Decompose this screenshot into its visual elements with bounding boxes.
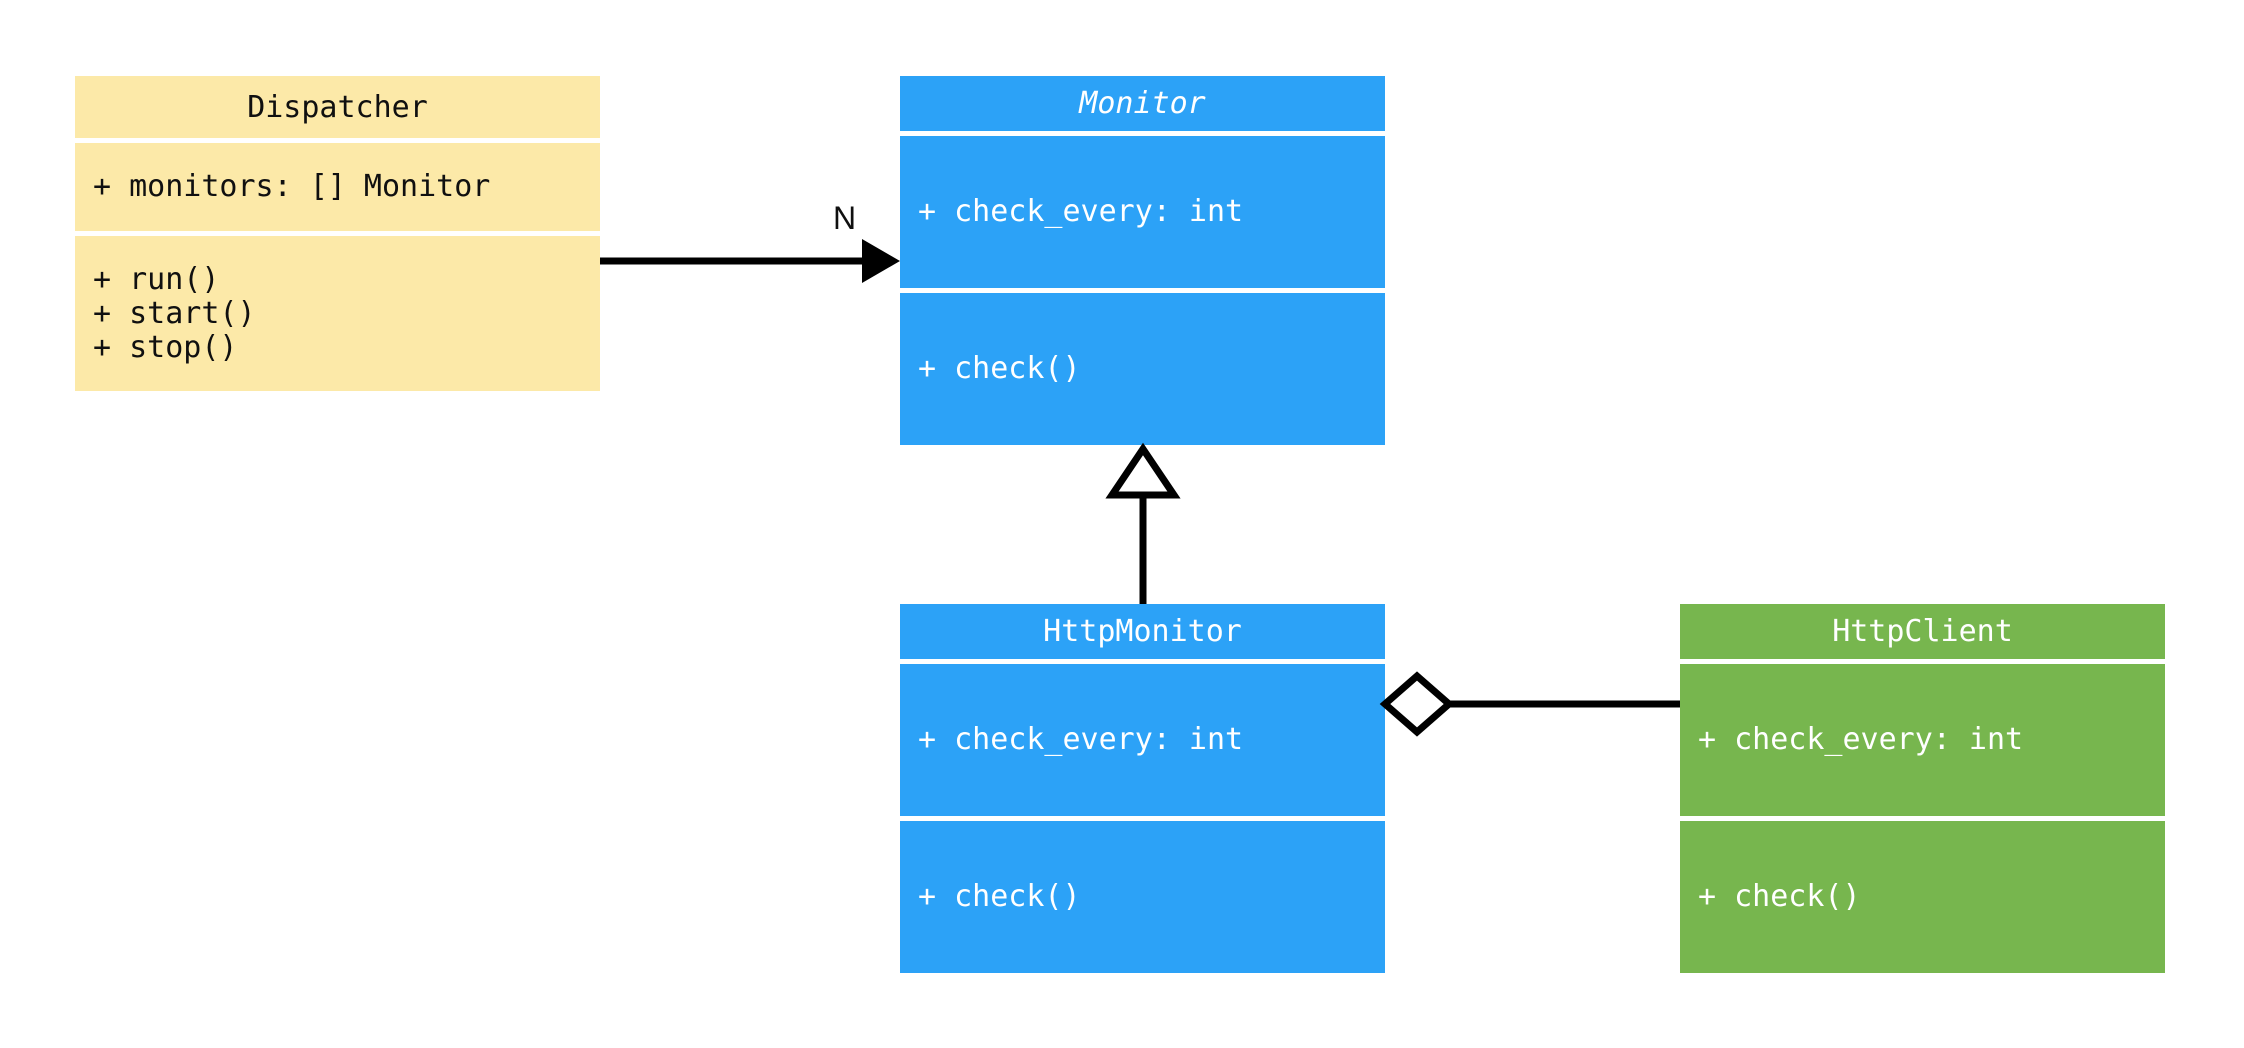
hollow-triangle-icon bbox=[1105, 442, 1181, 499]
class-attributes-dispatcher: + monitors: [] Monitor bbox=[75, 143, 600, 231]
method-row: + check() bbox=[918, 351, 1081, 386]
class-attributes-monitor: + check_every: int bbox=[900, 136, 1385, 288]
class-box-monitor[interactable]: Monitor + check_every: int + check() bbox=[900, 76, 1385, 445]
class-header-monitor: Monitor bbox=[900, 76, 1385, 131]
relationship-association-dispatcher-monitor bbox=[600, 239, 900, 283]
filled-arrowhead-icon bbox=[862, 239, 900, 283]
class-name-httpclient: HttpClient bbox=[1832, 614, 2013, 649]
class-name-monitor: Monitor bbox=[1079, 86, 1206, 121]
class-attributes-httpclient: + check_every: int bbox=[1680, 664, 2165, 816]
method-row: + check() bbox=[918, 879, 1081, 914]
association-multiplicity-label: N bbox=[833, 200, 857, 236]
hollow-diamond-icon bbox=[1379, 671, 1455, 737]
class-methods-httpmonitor: + check() bbox=[900, 821, 1385, 973]
class-name-dispatcher: Dispatcher bbox=[247, 89, 428, 125]
class-header-httpclient: HttpClient bbox=[1680, 604, 2165, 659]
method-row: + run() bbox=[93, 261, 220, 297]
class-header-dispatcher: Dispatcher bbox=[75, 76, 600, 138]
class-attributes-httpmonitor: + check_every: int bbox=[900, 664, 1385, 816]
attribute-row: + check_every: int bbox=[918, 194, 1244, 229]
method-row: + check() bbox=[1698, 879, 1861, 914]
class-name-httpmonitor: HttpMonitor bbox=[1043, 614, 1242, 649]
class-box-dispatcher[interactable]: Dispatcher + monitors: [] Monitor + run(… bbox=[75, 76, 600, 391]
relationship-generalization-httpmonitor-monitor bbox=[1105, 442, 1181, 604]
method-row: + stop() bbox=[93, 329, 238, 365]
attribute-row: + monitors: [] Monitor bbox=[93, 169, 491, 204]
method-row: + start() bbox=[93, 295, 256, 331]
class-methods-dispatcher: + run() + start() + stop() bbox=[75, 236, 600, 391]
class-methods-monitor: + check() bbox=[900, 293, 1385, 445]
attribute-row: + check_every: int bbox=[918, 722, 1244, 757]
class-methods-httpclient: + check() bbox=[1680, 821, 2165, 973]
class-box-httpmonitor[interactable]: HttpMonitor + check_every: int + check() bbox=[900, 604, 1385, 973]
relationship-aggregation-httpmonitor-httpclient bbox=[1379, 671, 1680, 737]
class-box-httpclient[interactable]: HttpClient + check_every: int + check() bbox=[1680, 604, 2165, 973]
class-header-httpmonitor: HttpMonitor bbox=[900, 604, 1385, 659]
attribute-row: + check_every: int bbox=[1698, 722, 2024, 757]
